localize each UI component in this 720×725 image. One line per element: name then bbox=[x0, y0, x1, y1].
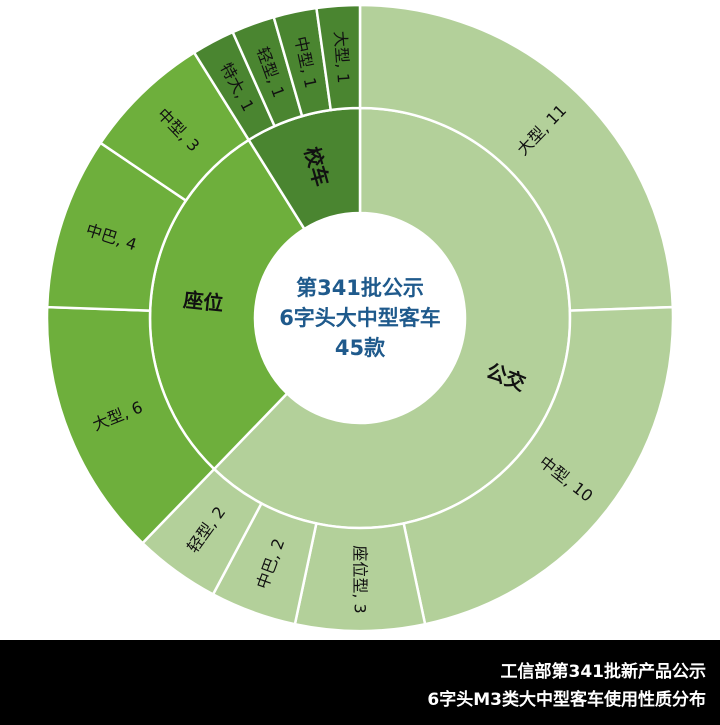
outer-slice-1 bbox=[402, 305, 675, 626]
inner-slice-label-1: 座位 bbox=[182, 288, 224, 316]
outer-slice-11 bbox=[315, 3, 362, 112]
outer-slice-label-11: 大型, 1 bbox=[330, 30, 353, 84]
outer-slice-label-2: 座位型, 3 bbox=[351, 545, 370, 613]
footer-line-2: 6字头M3类大中型客车使用性质分布 bbox=[427, 690, 706, 710]
footer-caption: 工信部第341批新产品公示 6字头M3类大中型客车使用性质分布 bbox=[0, 640, 720, 725]
center-label-line-0: 第341批公示 bbox=[296, 276, 424, 300]
center-disc bbox=[256, 214, 464, 422]
center-label-line-2: 45款 bbox=[335, 336, 386, 360]
footer-line-1: 工信部第341批新产品公示 bbox=[500, 662, 707, 682]
center-label-line-1: 6字头大中型客车 bbox=[279, 306, 441, 330]
outer-slice-0 bbox=[358, 3, 675, 312]
